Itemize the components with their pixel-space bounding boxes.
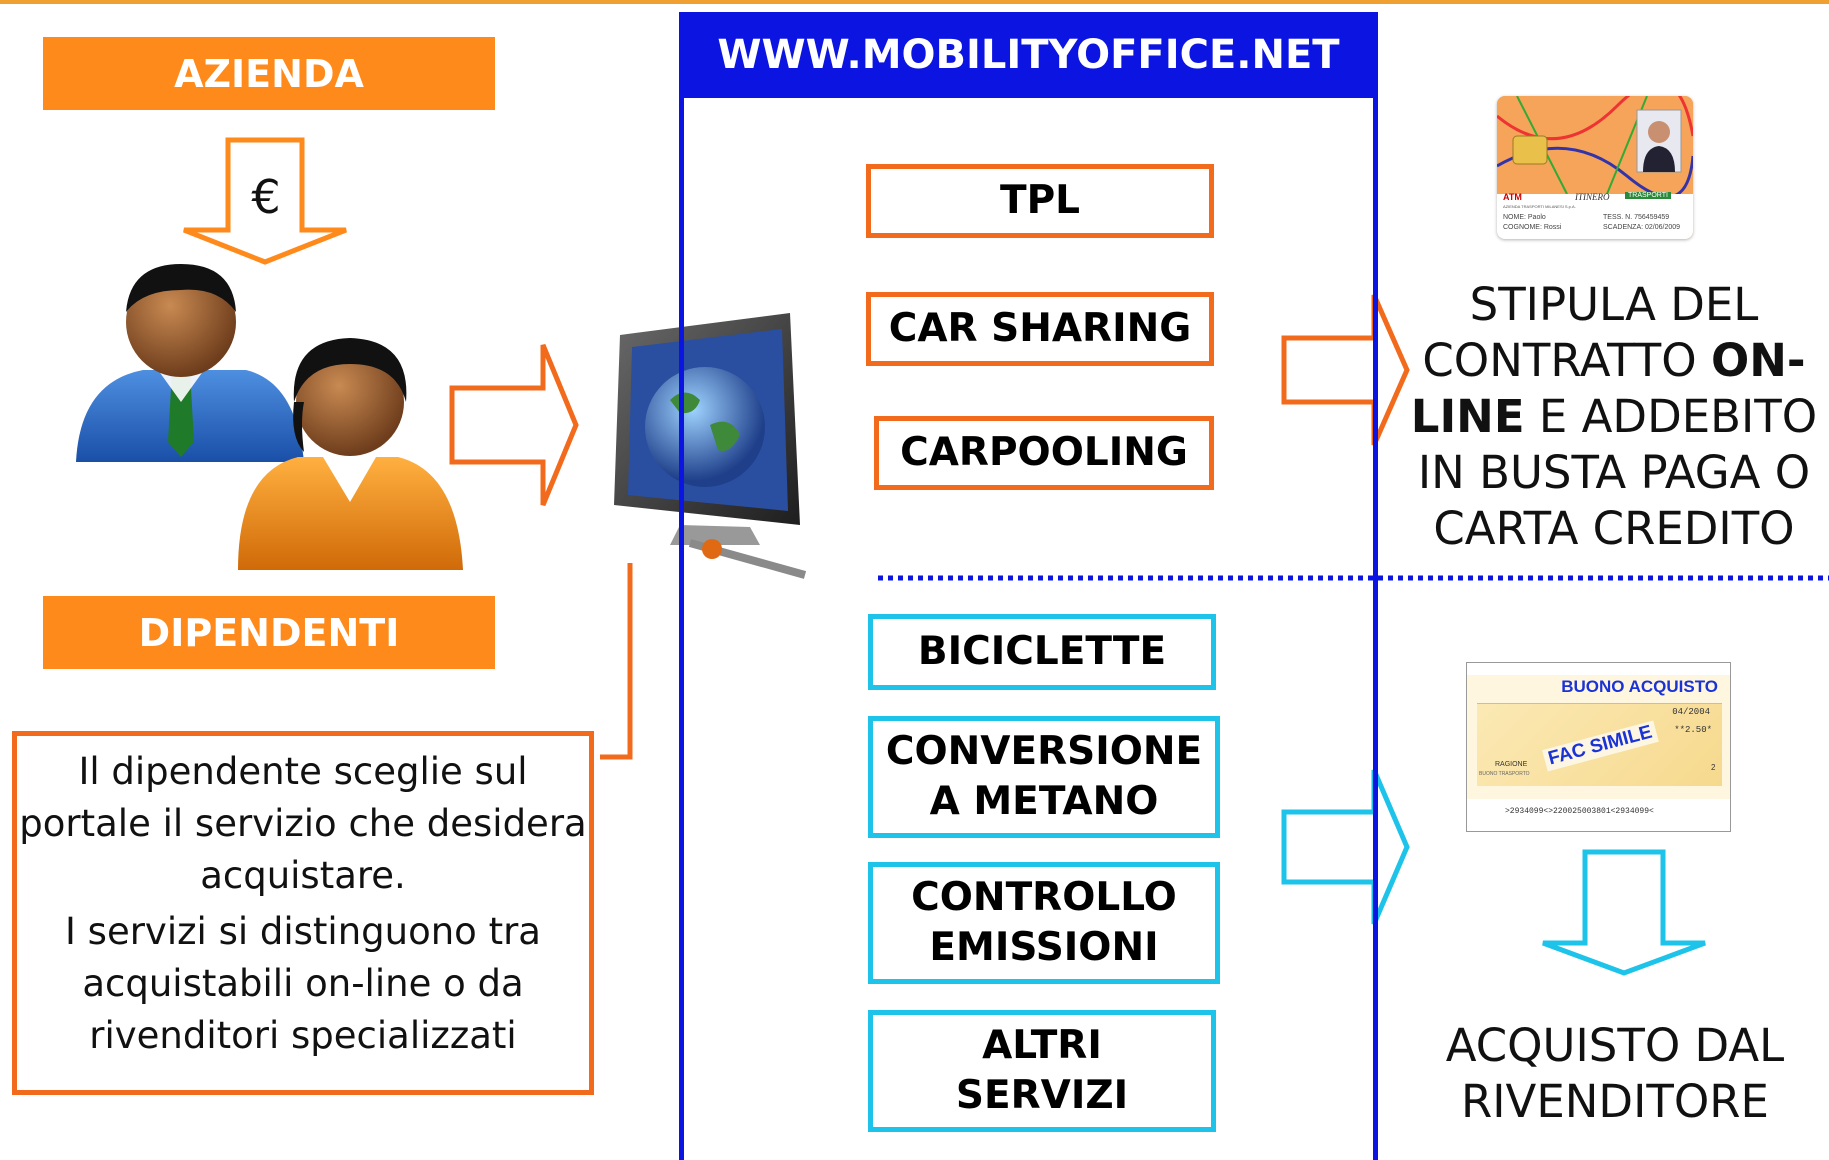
service-biciclette[interactable]: BICICLETTE <box>868 614 1216 690</box>
transport-card-image: ATM ITINERO TRASPORTI AZIENDA TRASPORTI … <box>1497 96 1693 239</box>
euro-down-arrow <box>183 137 347 265</box>
service-altri-servizi[interactable]: ALTRI SERVIZI <box>868 1010 1216 1132</box>
voucher-date: 04/2004 <box>1672 707 1710 717</box>
online-result-part2: E ADDEBITO IN BUSTA PAGA O CARTA CREDITO <box>1417 390 1818 555</box>
reseller-result-text: ACQUISTO DAL RIVENDITORE <box>1445 1019 1785 1128</box>
card-tessera: TESS. N. 756459459 <box>1603 214 1670 221</box>
voucher-code: >2934099<>220025003801<2934099< <box>1505 807 1654 816</box>
card-company: AZIENDA TRASPORTI MILANESI S.p.A. <box>1503 204 1576 209</box>
card-cognome: COGNOME: Rossi <box>1503 224 1562 231</box>
card-scadenza: SCADENZA: 02/06/2009 <box>1603 224 1681 231</box>
description-line-1: Il dipendente sceglie sul portale il ser… <box>19 750 587 897</box>
woman-avatar-icon <box>238 338 463 570</box>
voucher-amount: **2.50* <box>1674 725 1712 735</box>
man-avatar-icon <box>76 264 304 462</box>
chip-icon <box>1512 135 1548 165</box>
service-conversione-metano[interactable]: CONVERSIONE A METANO <box>868 716 1220 838</box>
portal-url[interactable]: WWW.MOBILITYOFFICE.NET <box>679 12 1378 98</box>
voucher-digit: 2 <box>1711 763 1716 772</box>
desc-connector-line <box>600 563 633 760</box>
service-carpooling[interactable]: CARPOOLING <box>874 416 1214 490</box>
azienda-label: AZIENDA <box>43 37 495 110</box>
service-controllo-emissioni[interactable]: CONTROLLO EMISSIONI <box>868 862 1220 984</box>
voucher-down-arrow <box>1542 849 1706 976</box>
voucher-buono-trasporto: BUONO TRASPORTO <box>1479 771 1530 777</box>
card-brand-3: TRASPORTI <box>1625 192 1671 199</box>
online-result-text: STIPULA DEL CONTRATTO ON-LINE E ADDEBITO… <box>1404 277 1824 557</box>
service-tpl[interactable]: TPL <box>866 164 1214 238</box>
top-rule <box>0 0 1829 4</box>
online-result-bold: ON-LINE <box>1410 334 1806 443</box>
voucher-title: BUONO ACQUISTO <box>1561 677 1718 696</box>
voucher-ragione: RAGIONE <box>1495 761 1528 768</box>
people-to-portal-arrow <box>449 344 579 506</box>
card-brand: ATM <box>1503 192 1522 202</box>
card-brand-2: ITINERO <box>1575 192 1610 202</box>
dipendenti-label: DIPENDENTI <box>43 596 495 669</box>
voucher-image: BUONO ACQUISTO 04/2004 **2.50* FAC SIMIL… <box>1466 662 1731 832</box>
card-nome: NOME: Paolo <box>1503 214 1546 221</box>
service-car-sharing[interactable]: CAR SHARING <box>866 292 1214 366</box>
online-result-part1: STIPULA DEL CONTRATTO <box>1422 278 1759 387</box>
description-line-2: I servizi si distinguono tra acquistabil… <box>65 910 541 1057</box>
description-box: Il dipendente sceglie sul portale il ser… <box>12 731 594 1095</box>
computer-globe-illustration <box>614 313 807 579</box>
employees-illustration <box>76 264 463 570</box>
euro-symbol: € <box>251 170 281 224</box>
